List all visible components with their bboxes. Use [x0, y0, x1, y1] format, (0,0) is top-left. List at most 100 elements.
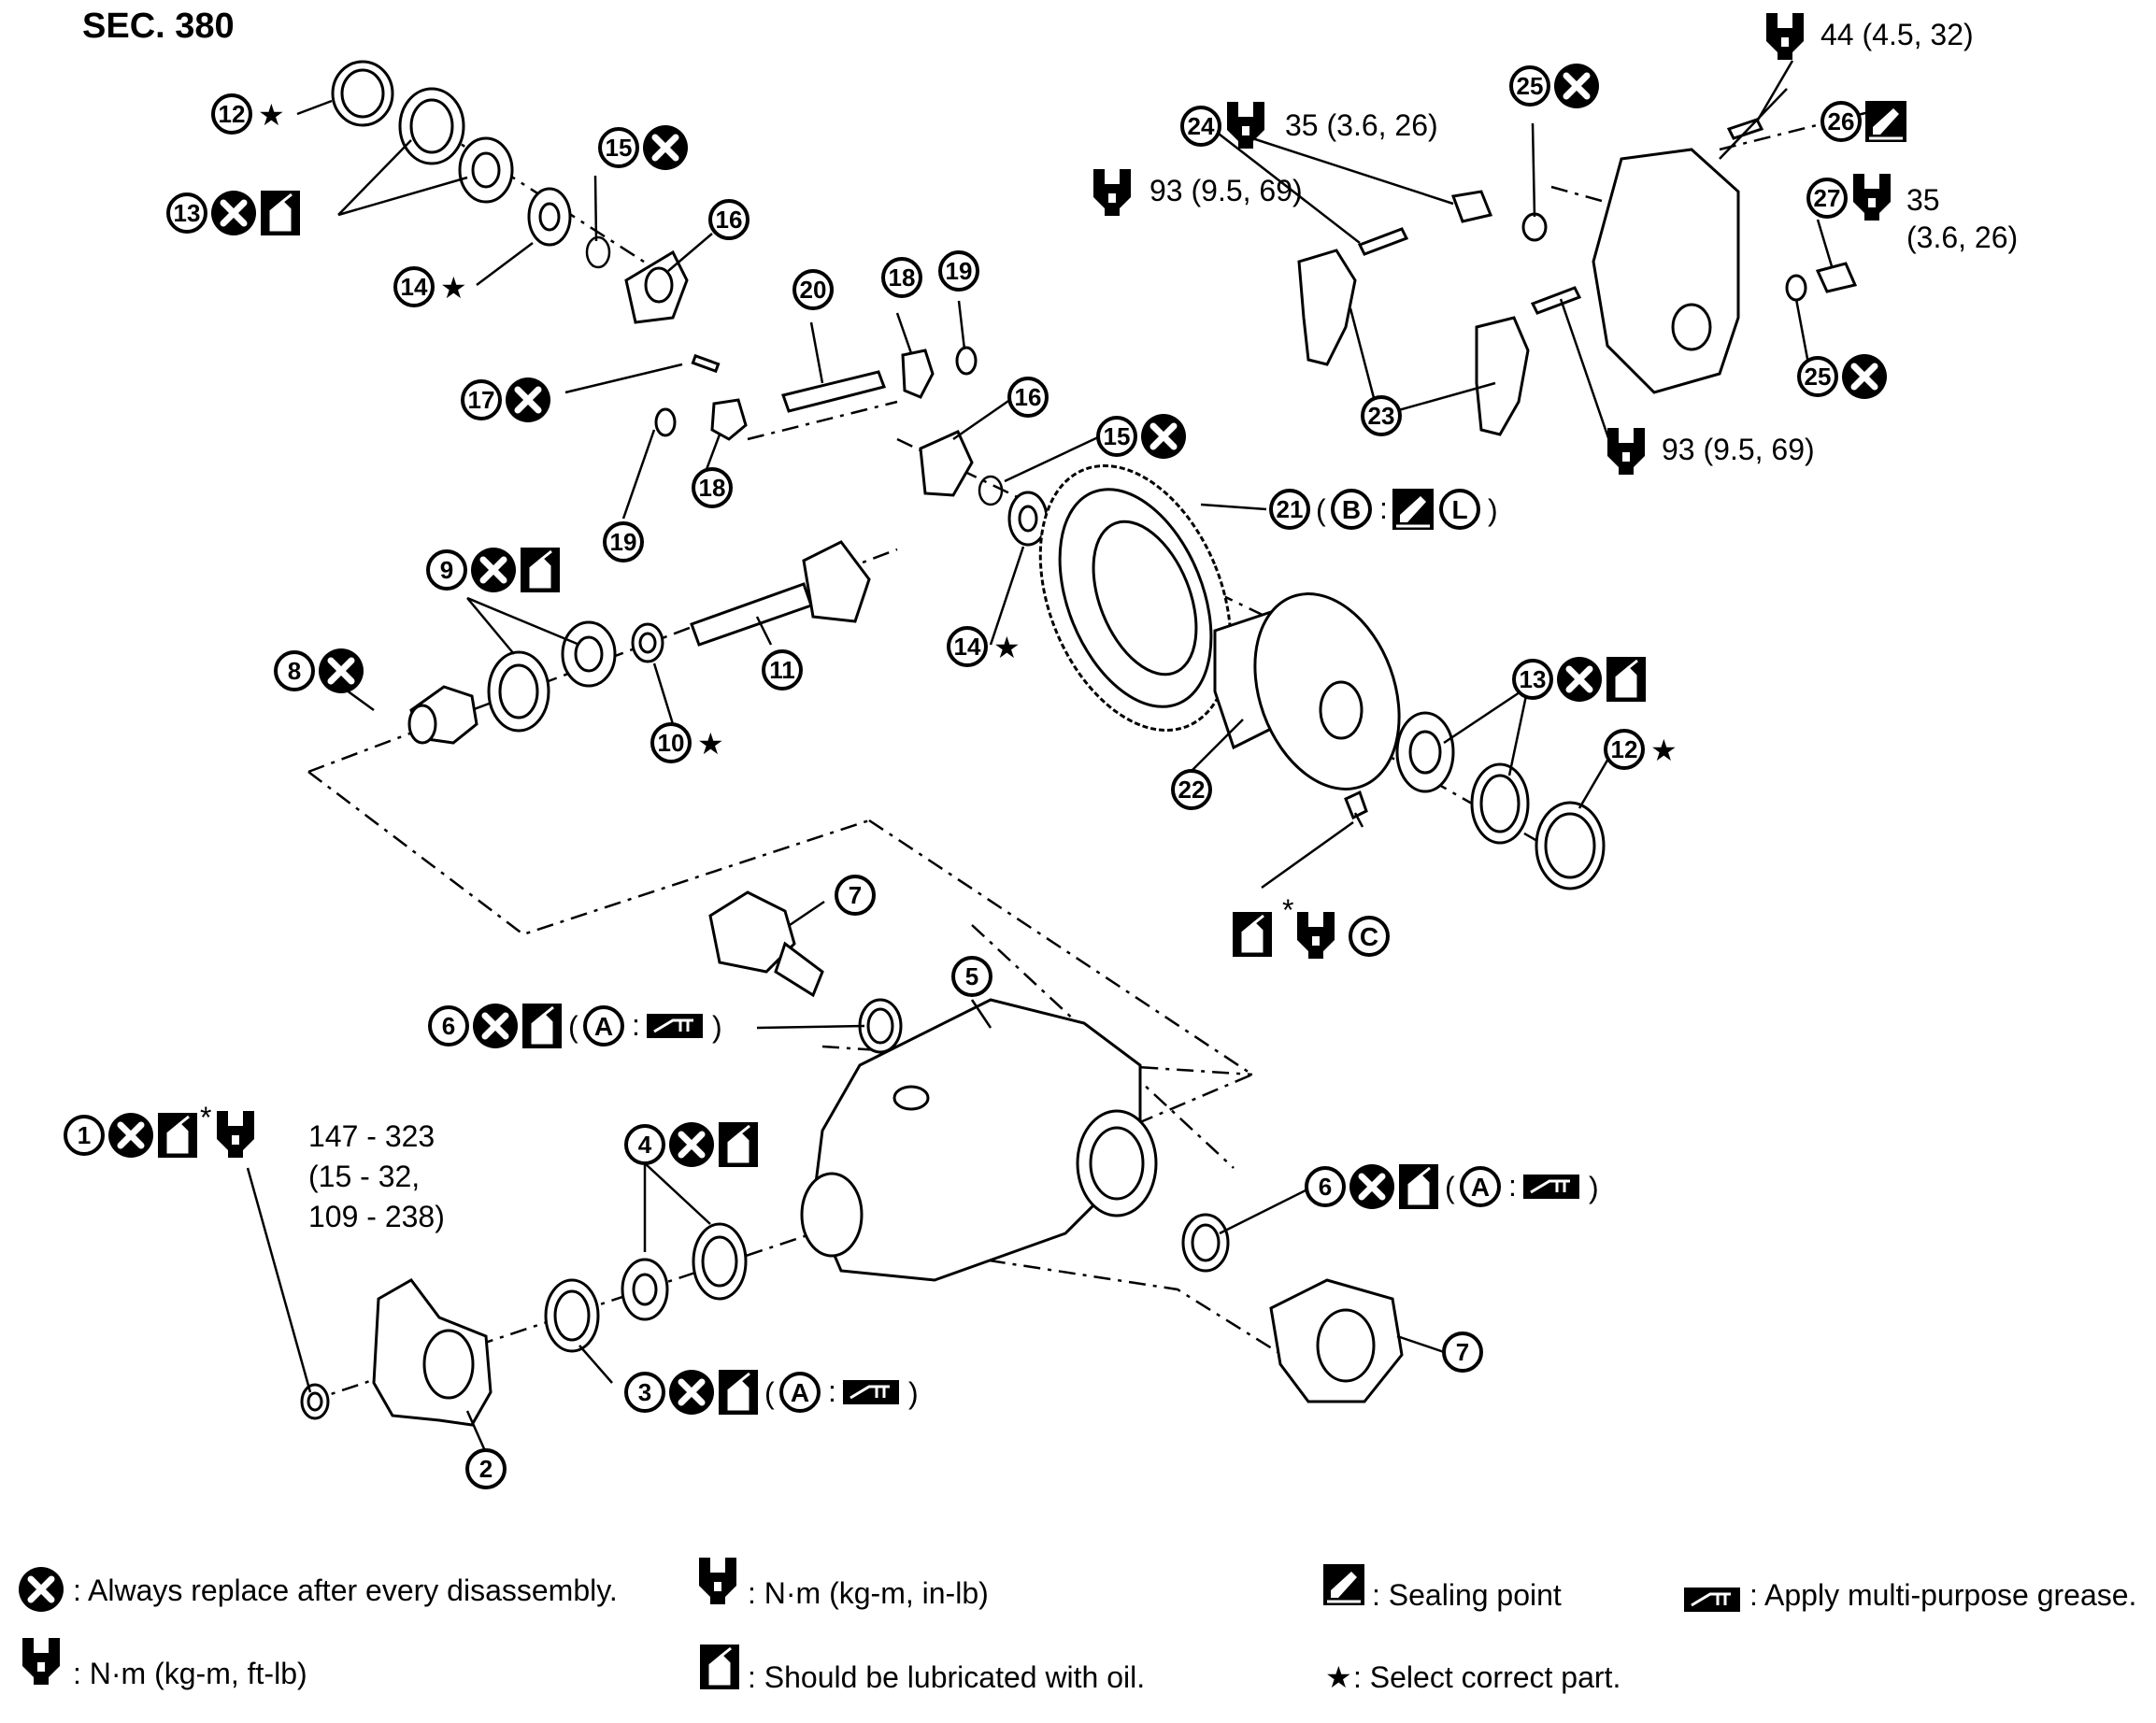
- callout-7: 7: [1442, 1331, 1483, 1373]
- callout-6-6-replace-icon: [1349, 1164, 1394, 1209]
- svg-text:21: 21: [1277, 495, 1304, 523]
- callout-3-2-colon: :: [828, 1374, 836, 1408]
- part-5-gear-carrier: [800, 998, 1158, 1282]
- legend-grease-icon: [1682, 1586, 1742, 1614]
- callout-11: 11: [762, 649, 803, 691]
- callout-12-14-star: ★: [1650, 733, 1678, 767]
- svg-text:6: 6: [1319, 1173, 1332, 1201]
- torque-label-1-kgm: (15 - 32,: [308, 1160, 420, 1193]
- callout-6-5-grease-icon: [645, 1012, 705, 1040]
- svg-text:25: 25: [1805, 363, 1832, 391]
- torque-label-27-units: (3.6, 26): [1906, 221, 2018, 254]
- callout-4-3-oil-icon: [717, 1120, 760, 1169]
- callout-13: 13: [1512, 659, 1553, 700]
- oil-icon-ring-bolt: [1231, 910, 1274, 959]
- callout-14-18-star: ★: [993, 631, 1021, 664]
- callout-9-10-replace-icon: [471, 548, 516, 592]
- torque-label-27: 35: [1906, 183, 1940, 217]
- callout-2: 2: [465, 1448, 507, 1489]
- svg-text:A: A: [594, 1012, 613, 1041]
- legend-replace-icon: [19, 1567, 64, 1612]
- callout-12: 12: [211, 93, 252, 135]
- part-27-drain-plug: [1815, 262, 1858, 293]
- torque-icon-93-bottom: [1607, 428, 1645, 475]
- part-7-side-flange-bottom: [1269, 1278, 1404, 1403]
- callout-10: 10: [650, 722, 692, 763]
- callout-6-6-paren-close: ): [1589, 1171, 1599, 1204]
- letter-c-ring-bolt: C: [1349, 916, 1390, 957]
- svg-text:25: 25: [1517, 72, 1544, 100]
- callout-12-13-star: ★: [258, 98, 285, 132]
- callout-6-5-replace-icon: [473, 1004, 518, 1048]
- callout-1-0-torque-icon: [217, 1111, 254, 1158]
- asterisk-ring-bolt: *: [1282, 893, 1293, 927]
- callout-22: 22: [1171, 769, 1212, 810]
- spec-labels: 147 - 323 (15 - 32, 109 - 238) 35 (3.6, …: [308, 18, 2018, 1233]
- section-title: SEC. 380: [82, 7, 235, 46]
- svg-text:10: 10: [658, 729, 685, 757]
- torque-label-1: 147 - 323: [308, 1119, 435, 1153]
- callout-15: 15: [1096, 416, 1137, 457]
- callout-21-29-letter-b-icon: B: [1331, 489, 1372, 530]
- legend-select-text: : Select correct part.: [1353, 1660, 1621, 1694]
- part-6-side-oil-seal-bottom: [1181, 1213, 1230, 1273]
- callout-1: 1: [64, 1115, 105, 1156]
- callout-12: 12: [1604, 729, 1645, 770]
- callout-25-33-replace-icon: [1554, 64, 1599, 108]
- callout-13-16-oil-icon: [1605, 655, 1648, 704]
- callout-6-6-letter-a-icon: A: [1460, 1166, 1501, 1207]
- svg-text:23: 23: [1368, 402, 1395, 430]
- torque-label-44: 44 (4.5, 32): [1820, 18, 1974, 51]
- callout-9: 9: [426, 549, 467, 591]
- callout-21-29-colon: :: [1379, 491, 1388, 525]
- callout-14: 14: [393, 266, 435, 307]
- svg-text:8: 8: [288, 657, 301, 685]
- callout-21-29-sealing-icon: [1391, 487, 1435, 532]
- callout-24: 24: [1180, 106, 1221, 147]
- callout-15-20-replace-icon: [1141, 414, 1186, 459]
- callout-23: 23: [1361, 395, 1402, 436]
- legend-select-star: ★: [1325, 1660, 1352, 1694]
- part-24-filler-plug: [1450, 190, 1493, 223]
- part-4-bearing-front: [621, 1222, 748, 1321]
- legend-torque-ft-text: : N·m (kg-m, ft-lb): [73, 1657, 307, 1690]
- svg-text:1: 1: [78, 1121, 91, 1149]
- part-11-drive-pinion: [690, 540, 871, 647]
- callout-26-35-sealing-icon: [1863, 99, 1908, 144]
- svg-text:24: 24: [1188, 112, 1215, 140]
- callout-3-2-letter-a-icon: A: [779, 1372, 821, 1413]
- callout-1-0-oil-icon: [156, 1111, 199, 1160]
- callout-4-3-replace-icon: [669, 1122, 714, 1167]
- legend-grease-text: : Apply multi-purpose grease.: [1749, 1578, 2136, 1612]
- part-20-pinion-mate-shaft: [781, 370, 886, 413]
- callout-1-0-asterisk: *: [200, 1101, 211, 1134]
- svg-text:L: L: [1451, 495, 1467, 524]
- callout-15: 15: [598, 127, 639, 168]
- part-9-bearing-pinion: [487, 620, 617, 733]
- part-3-front-oil-seal: [544, 1278, 600, 1353]
- legend-oil-icon: [698, 1643, 741, 1691]
- legend-sealing-icon: [1321, 1562, 1366, 1607]
- svg-text:12: 12: [219, 100, 246, 128]
- svg-text:3: 3: [638, 1378, 651, 1406]
- svg-text:27: 27: [1814, 184, 1841, 212]
- callout-18: 18: [881, 257, 922, 298]
- part-2-companion-flange: [372, 1278, 493, 1427]
- part-15-circlip-top: [585, 235, 611, 269]
- callout-3-2-paren-open: (: [764, 1376, 775, 1410]
- svg-text:18: 18: [699, 474, 726, 502]
- svg-text:B: B: [1342, 495, 1361, 524]
- svg-text:7: 7: [1456, 1338, 1469, 1366]
- part-17-lock-pin: [691, 353, 721, 374]
- callout-6-5-oil-icon: [521, 1002, 564, 1050]
- legend-sealing-text: : Sealing point: [1372, 1578, 1562, 1612]
- callout-6-6-grease-icon: [1521, 1173, 1581, 1201]
- torque-icon-44: [1766, 13, 1804, 60]
- svg-text:2: 2: [479, 1455, 493, 1483]
- legend-torque-ft-icon: [22, 1638, 60, 1685]
- callout-6-6-colon: :: [1508, 1169, 1517, 1203]
- callout-4: 4: [624, 1124, 665, 1165]
- svg-text:26: 26: [1828, 107, 1855, 135]
- svg-text:14: 14: [954, 633, 981, 661]
